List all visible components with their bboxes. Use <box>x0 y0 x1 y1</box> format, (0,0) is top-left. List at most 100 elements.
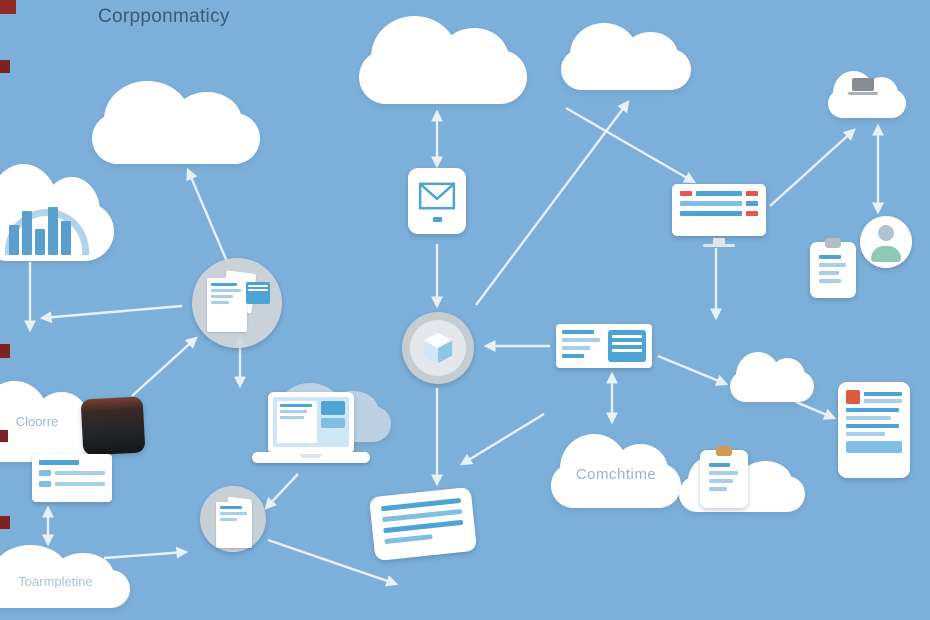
div-r <box>680 191 758 196</box>
span-bar <box>35 229 45 255</box>
bar-chart-icon <box>0 191 95 255</box>
cloud-puff <box>729 371 815 402</box>
span-fl <box>55 471 105 475</box>
div-gl <box>248 289 268 291</box>
page-title: Corpponmaticy <box>98 6 230 27</box>
cloud-puff <box>560 49 692 90</box>
div-ln <box>846 432 886 436</box>
browser-window-icon <box>672 184 766 247</box>
div-ln <box>819 263 846 267</box>
line <box>769 128 856 207</box>
cube-glyph <box>423 332 453 364</box>
span-bar <box>48 207 58 255</box>
div-tbl <box>384 534 433 545</box>
div-ln <box>864 398 902 403</box>
line <box>565 106 697 184</box>
div-wl <box>612 349 642 352</box>
span-ch <box>746 191 758 196</box>
cloud-label: Toarmpletine <box>18 574 93 589</box>
cloud-top-right <box>558 16 694 90</box>
div-ln <box>562 330 594 334</box>
line <box>795 400 837 420</box>
div-ln <box>709 471 738 475</box>
monitor-stand <box>713 238 725 244</box>
div-wl <box>612 335 642 338</box>
div-ln <box>846 408 900 412</box>
mini-panel <box>608 330 646 362</box>
line <box>264 473 299 510</box>
envelope-icon <box>408 168 466 234</box>
form-panel-icon <box>32 454 112 502</box>
tablet-news-icon <box>838 382 910 478</box>
div-fr <box>39 470 105 476</box>
div-ln <box>280 404 313 407</box>
dark-monitor-icon <box>80 396 146 456</box>
div-fr <box>39 481 105 487</box>
laptop-notch <box>300 454 322 458</box>
div-ln <box>211 295 234 298</box>
cloud-puff <box>0 569 130 608</box>
span-bar <box>9 225 19 255</box>
edge-marker <box>0 60 10 73</box>
div-r <box>680 201 758 206</box>
div-ln <box>846 424 900 428</box>
cloud-center-bottom: Comchtime <box>548 426 684 508</box>
div-ln <box>819 279 842 283</box>
span-ch <box>746 201 758 206</box>
div-ml-base <box>848 92 878 95</box>
cloud-top-center <box>355 6 530 104</box>
line <box>186 167 230 265</box>
div-ln <box>211 301 229 304</box>
div-ln <box>220 506 243 509</box>
documents-circle-icon <box>192 258 282 348</box>
div-wl <box>612 342 642 345</box>
person-circle-icon <box>860 216 912 268</box>
page-front <box>216 502 252 548</box>
div-ln <box>709 487 727 491</box>
div-blk2 <box>321 418 345 428</box>
screen-blocks <box>321 401 345 443</box>
document-circle-icon <box>200 486 266 552</box>
line <box>131 336 198 397</box>
line <box>39 304 183 324</box>
div-blk1 <box>321 401 345 415</box>
span-flexln <box>680 211 742 216</box>
div-ln <box>709 479 733 483</box>
polygon <box>423 332 453 348</box>
div-ln <box>709 463 730 467</box>
div-tr-headlines <box>864 390 902 404</box>
div-ml-body <box>852 78 874 91</box>
envelope-dot <box>432 216 442 222</box>
form-header-line <box>39 460 79 465</box>
avatar-head <box>878 225 894 241</box>
div-ln <box>211 283 237 286</box>
div-ln <box>280 416 304 419</box>
cloud-bottom-left: Toarmpletine <box>0 538 133 608</box>
monitor-foot <box>703 244 735 247</box>
record-card-icon <box>556 324 652 368</box>
div-r <box>680 211 758 216</box>
div-lp-inner <box>273 397 349 447</box>
laptop-icon <box>252 392 370 466</box>
div-ln <box>819 255 842 259</box>
cube-ring <box>410 320 466 376</box>
chart-bars <box>9 207 71 255</box>
span-fc <box>39 481 51 487</box>
div-tbl <box>383 519 464 534</box>
laptop-screen <box>268 392 354 452</box>
cloud-puff <box>550 462 682 508</box>
line <box>459 412 545 466</box>
div-ln <box>562 354 584 358</box>
div-ln <box>864 391 902 396</box>
div-ln <box>220 518 237 521</box>
screen-card <box>277 401 317 443</box>
div-ln <box>846 416 891 420</box>
span-fc <box>39 470 51 476</box>
div-ln <box>280 410 308 413</box>
edge-marker <box>0 344 10 358</box>
footer-block <box>846 441 902 453</box>
clipboard-orange-icon <box>700 446 748 508</box>
page-front <box>207 278 247 332</box>
clipboard-clip <box>825 238 841 248</box>
